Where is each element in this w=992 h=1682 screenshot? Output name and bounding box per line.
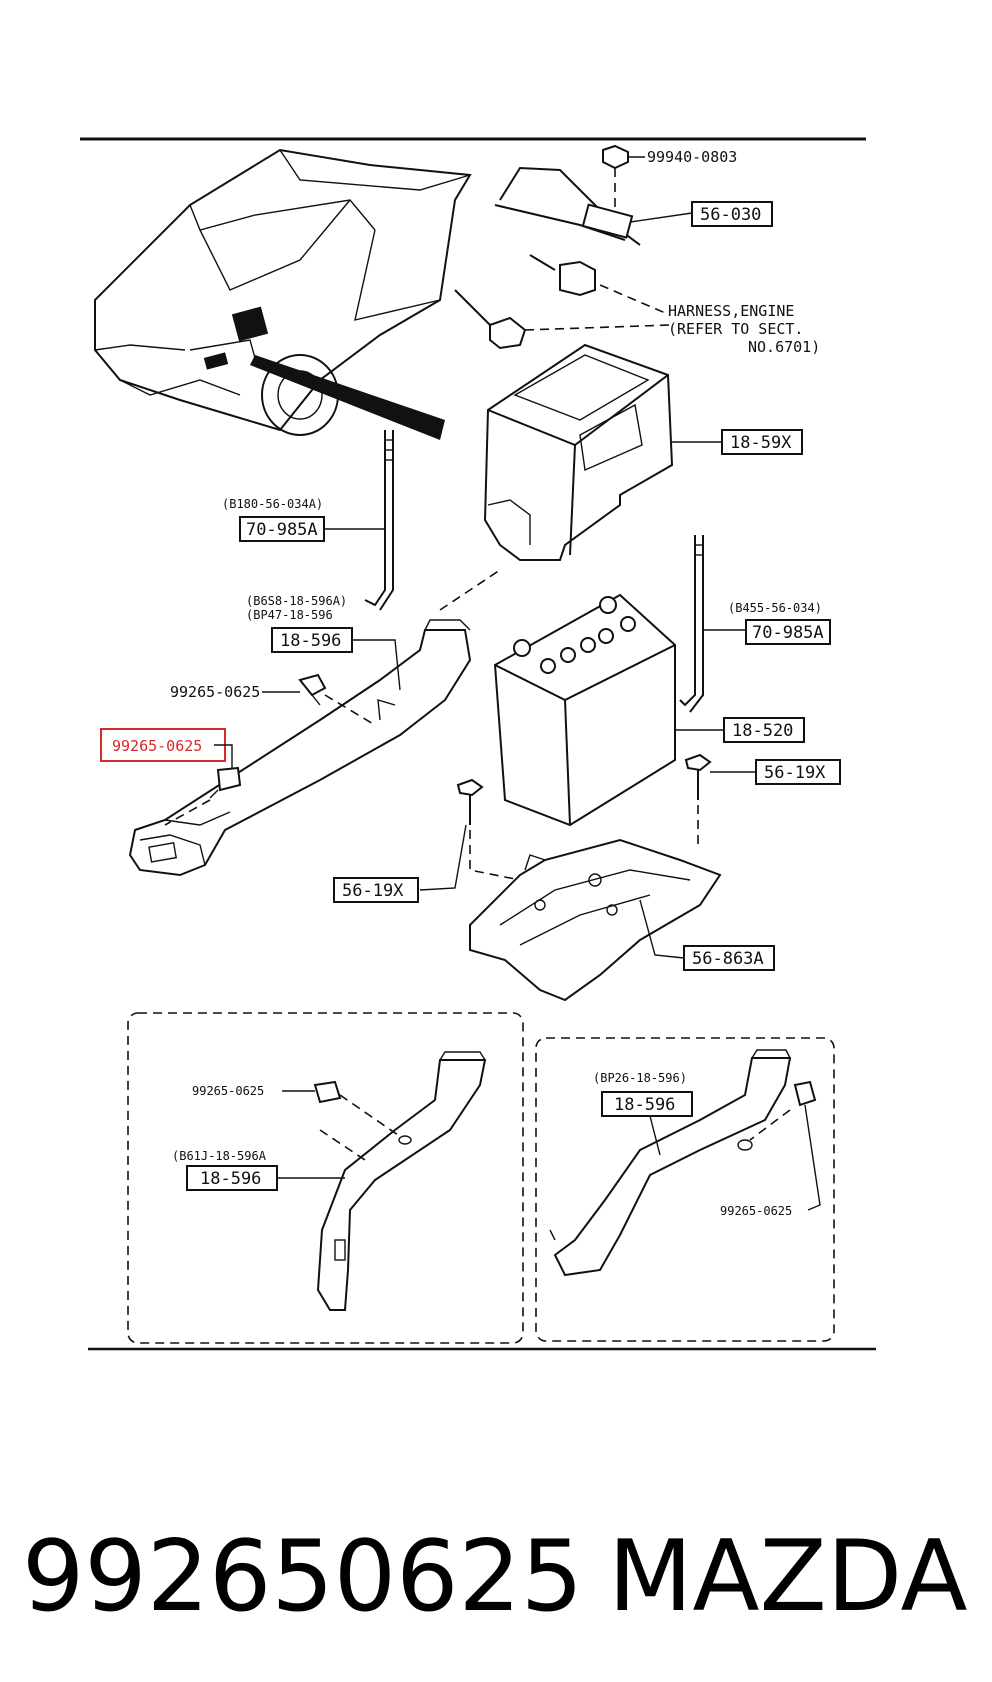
bolt-left-label: 56-19X [342, 881, 404, 901]
duct-ref-2: (BP47-18-596 [246, 608, 333, 622]
bolt-right-label: 56-19X [764, 763, 826, 783]
cover-label: 18-59X [730, 433, 792, 453]
cover-box [721, 429, 803, 455]
harness-label-3: NO.6701) [748, 338, 820, 356]
duct-label: 18-596 [280, 631, 341, 651]
hold-down-rod-right [679, 535, 704, 713]
clip-highlighted-label: 99265-0625 [112, 737, 202, 755]
nut-part [602, 144, 645, 212]
rod-left-ref: (B180-56-034A) [222, 497, 323, 511]
footer-part-number: 992650625 [22, 1520, 583, 1634]
battery-tray [469, 838, 722, 1002]
harness-label-1: HARNESS,ENGINE [668, 302, 794, 320]
rod-right-label: 70-985A [752, 623, 824, 643]
battery-box [723, 717, 805, 743]
battery-cover [483, 343, 674, 561]
harness-label-2: (REFER TO SECT. [668, 320, 803, 338]
inset-right-clip [793, 1080, 817, 1107]
clip-highlighted [209, 766, 242, 799]
bracket-56030-label: 56-030 [700, 205, 761, 225]
car-illustration [94, 148, 472, 440]
inset-right-duct [549, 1049, 792, 1277]
inset-right-label: 18-596 [614, 1095, 675, 1115]
inset-right-box [601, 1091, 693, 1117]
battery [493, 593, 676, 827]
air-duct-main [128, 619, 472, 877]
clip-upper [298, 673, 327, 706]
tray-box [683, 945, 775, 971]
rod-left-label: 70-985A [246, 520, 318, 540]
inset-left-label: 18-596 [200, 1169, 261, 1189]
inset-left-ref: (B61J-18-596A [172, 1149, 267, 1163]
bracket-56030-box [691, 201, 773, 227]
inset-left-clip [313, 1080, 342, 1104]
hold-down-rod-left [364, 430, 394, 611]
bolt-right [684, 753, 712, 800]
rod-right-ref: (B455-56-034) [728, 601, 822, 615]
inset-right-frame [535, 1037, 835, 1342]
engine-harness [454, 166, 671, 350]
rod-right-box [745, 619, 831, 645]
duct-ref-1: (B6S8-18-596A) [246, 594, 347, 608]
tray-label: 56-863A [692, 949, 764, 969]
inset-left-duct [316, 1051, 487, 1311]
bolt-left-box [333, 877, 419, 903]
bolt-right-box [755, 759, 841, 785]
inset-right-ref: (BP26-18-596) [593, 1071, 687, 1085]
nut-part-label: 99940-0803 [647, 148, 737, 166]
inset-left-clip-label: 99265-0625 [192, 1084, 264, 1098]
bolt-left [456, 778, 484, 825]
inset-right-clip-label: 99265-0625 [720, 1204, 792, 1218]
footer-brand: MAZDA [608, 1520, 968, 1634]
clip-upper-label: 99265-0625 [170, 683, 260, 701]
battery-label: 18-520 [732, 721, 793, 741]
inset-left-frame [127, 1012, 524, 1344]
